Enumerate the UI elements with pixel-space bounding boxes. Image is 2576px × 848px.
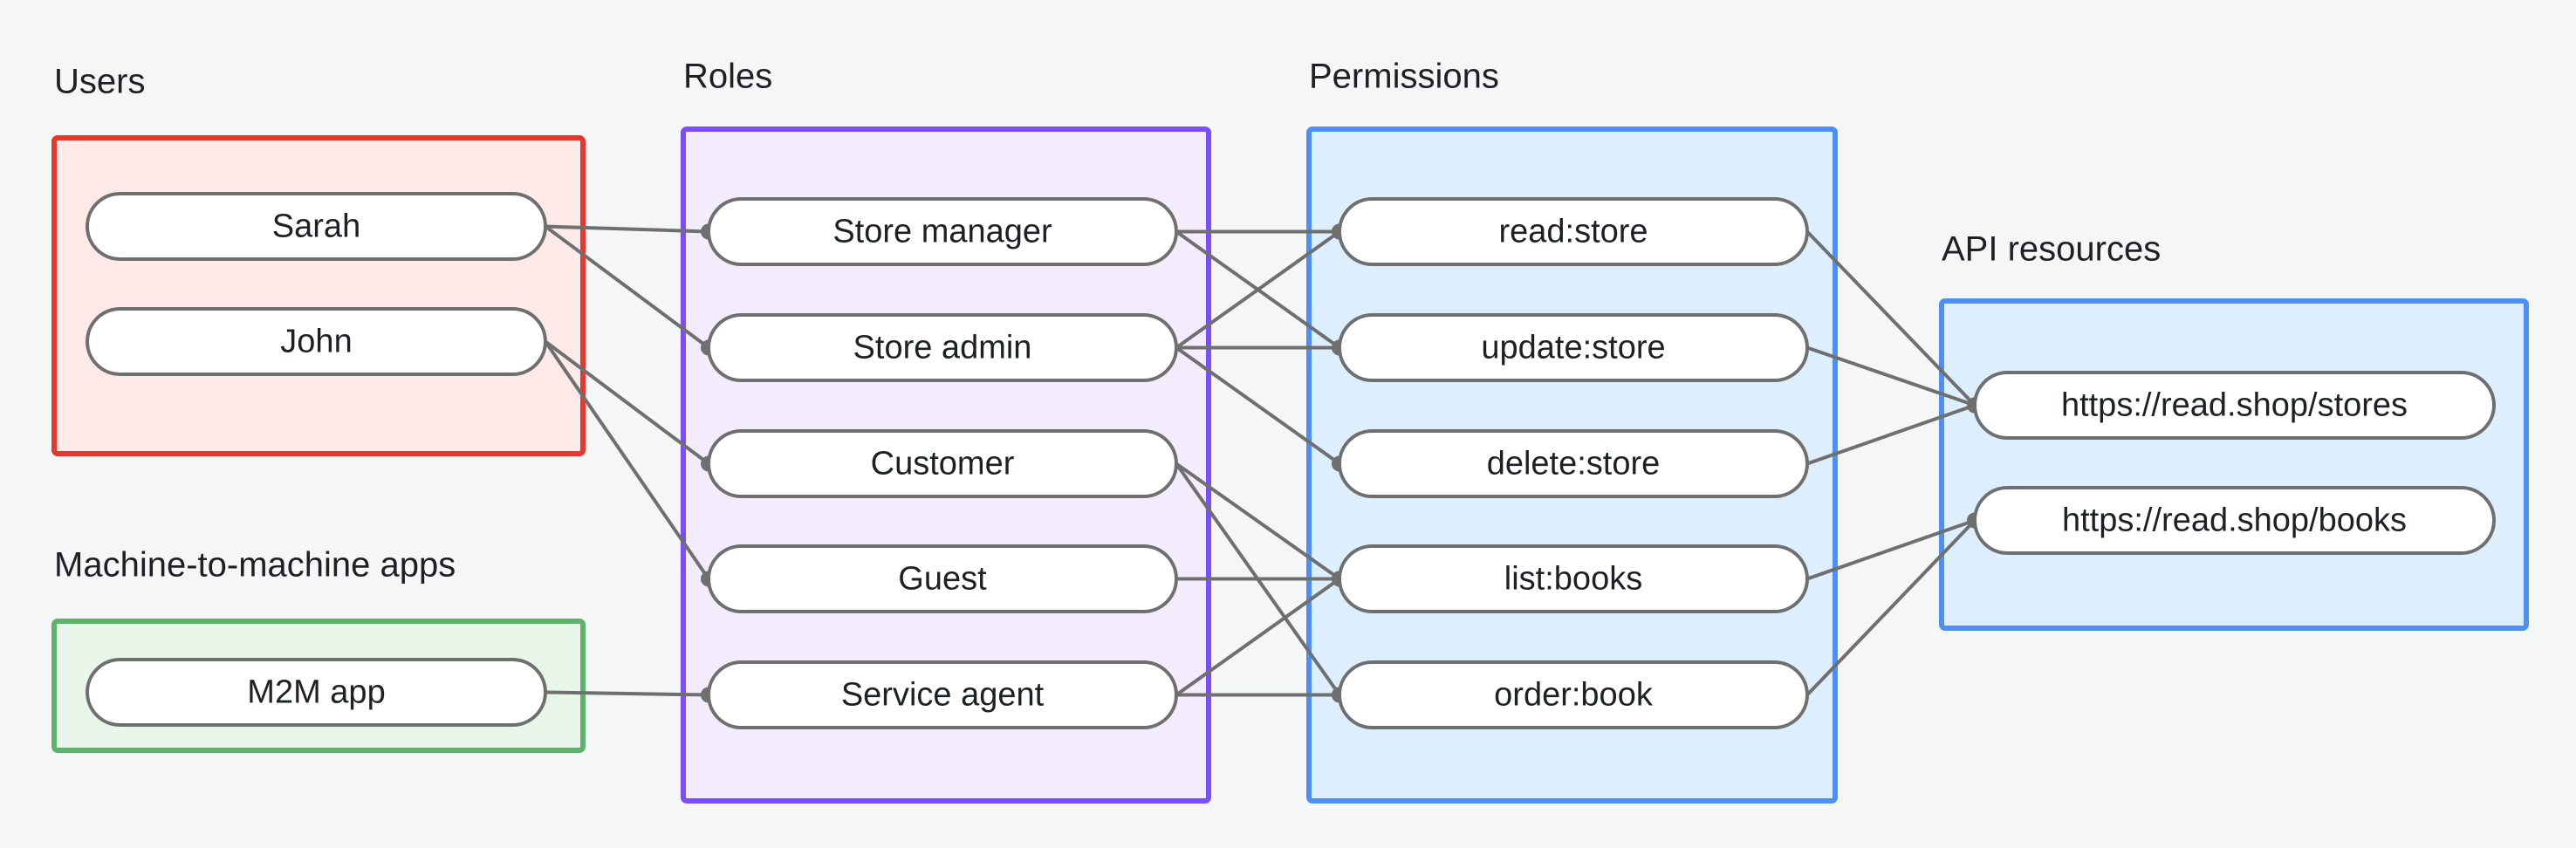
node-pill-sarah[interactable] (86, 192, 547, 261)
node-sarah[interactable]: Sarah (86, 192, 547, 261)
edge-john-to-guest (544, 340, 710, 580)
node-pill-delete_store[interactable] (1338, 429, 1809, 498)
node-read_store[interactable]: read:store (1338, 197, 1809, 266)
node-res_stores[interactable]: https://read.shop/stores (1973, 371, 2496, 440)
edge-john-to-customer (544, 339, 710, 466)
edge-store_admin-to-read_store (1175, 229, 1341, 350)
node-label-store_admin: Store admin (853, 330, 1032, 366)
node-label-service_agent: Service agent (841, 677, 1045, 714)
node-pill-order_book[interactable] (1338, 660, 1809, 729)
node-pill-store_manager[interactable] (707, 197, 1178, 266)
node-pill-list_books[interactable] (1338, 544, 1809, 613)
group-label-api: API resources (1942, 230, 2161, 269)
node-service_agent[interactable]: Service agent (707, 660, 1178, 729)
edge-customer-to-list_books (1175, 462, 1341, 581)
edge-m2mapp-to-service_agent (545, 690, 709, 697)
node-pill-res_books[interactable] (1973, 486, 2496, 555)
node-label-sarah: Sarah (272, 209, 360, 245)
node-pill-update_store[interactable] (1338, 313, 1809, 382)
node-list_books[interactable]: list:books (1338, 544, 1809, 613)
edge-order_book-to-res_books (1805, 519, 1977, 696)
node-label-update_store: update:store (1481, 330, 1665, 366)
node-label-store_manager: Store manager (832, 214, 1052, 250)
node-label-customer: Customer (871, 446, 1015, 482)
node-res_books[interactable]: https://read.shop/books (1973, 486, 2496, 555)
node-label-john: John (280, 324, 352, 360)
group-label-m2m: Machine-to-machine apps (54, 546, 456, 585)
node-pill-res_stores[interactable] (1973, 371, 2496, 440)
node-pill-john[interactable] (86, 307, 547, 376)
node-customer[interactable]: Customer (707, 429, 1178, 498)
node-label-res_books: https://read.shop/books (2062, 503, 2407, 539)
edge-delete_store-to-res_stores (1806, 403, 1976, 466)
node-pill-store_admin[interactable] (707, 313, 1178, 382)
edge-service_agent-to-list_books (1175, 577, 1341, 697)
node-pill-m2mapp[interactable] (86, 658, 547, 727)
node-label-res_stores: https://read.shop/stores (2061, 387, 2408, 424)
node-store_manager[interactable]: Store manager (707, 197, 1178, 266)
node-pill-guest[interactable] (707, 544, 1178, 613)
node-label-order_book: order:book (1494, 677, 1654, 714)
node-guest[interactable]: Guest (707, 544, 1178, 613)
node-label-m2mapp: M2M app (247, 674, 385, 711)
edge-update_store-to-res_stores (1806, 345, 1976, 407)
node-label-read_store: read:store (1498, 214, 1648, 250)
node-delete_store[interactable]: delete:store (1338, 429, 1809, 498)
node-label-list_books: list:books (1504, 561, 1642, 598)
node-label-guest: Guest (898, 561, 987, 598)
edge-sarah-to-store_manager (545, 224, 709, 234)
edge-read_store-to-res_stores (1805, 230, 1977, 407)
node-order_book[interactable]: order:book (1338, 660, 1809, 729)
edge-list_books-to-res_books (1806, 518, 1976, 581)
edge-sarah-to-store_admin (544, 224, 710, 350)
group-box-users (51, 135, 586, 456)
group-label-users: Users (54, 63, 145, 101)
node-pill-service_agent[interactable] (707, 660, 1178, 729)
node-pill-read_store[interactable] (1338, 197, 1809, 266)
node-pill-customer[interactable] (707, 429, 1178, 498)
node-label-delete_store: delete:store (1487, 446, 1661, 482)
edge-store_admin-to-delete_store (1175, 345, 1341, 466)
node-m2mapp[interactable]: M2M app (86, 658, 547, 727)
node-store_admin[interactable]: Store admin (707, 313, 1178, 382)
group-label-permissions: Permissions (1309, 58, 1499, 96)
group-box-api (1939, 298, 2529, 631)
group-label-roles: Roles (683, 58, 772, 96)
node-john[interactable]: John (86, 307, 547, 376)
node-update_store[interactable]: update:store (1338, 313, 1809, 382)
